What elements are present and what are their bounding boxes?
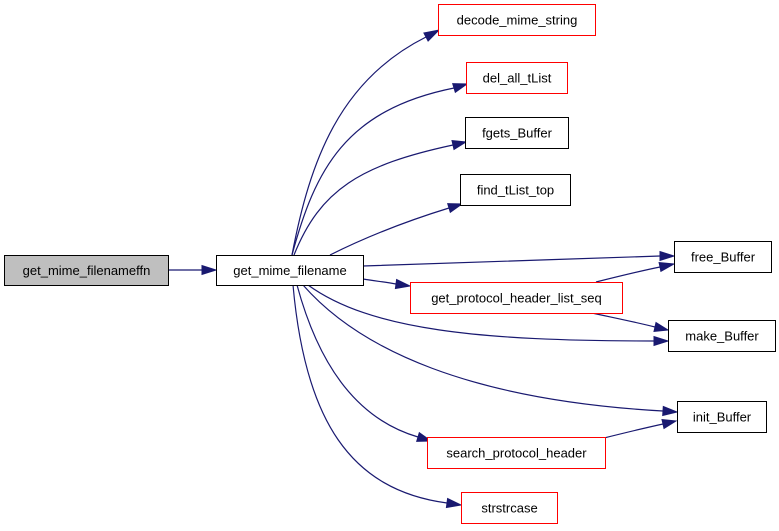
node-free_Buffer[interactable]: free_Buffer (674, 241, 772, 273)
edge-get_protocol_header_list_seq-to-make_Buffer (591, 312, 670, 332)
edge-get_mime_filename-to-decode_mime_string (291, 29, 441, 256)
node-label: get_protocol_header_list_seq (431, 291, 602, 306)
edge-get_mime_filename-to-strstrcase (292, 284, 463, 509)
edge-line (329, 207, 450, 256)
node-label: fgets_Buffer (482, 126, 553, 141)
edges-layer (168, 29, 679, 509)
node-label: decode_mime_string (457, 13, 578, 28)
edge-arrowhead (659, 250, 676, 262)
edge-arrowhead (423, 29, 441, 42)
edge-line (293, 144, 454, 256)
edge-get_mime_filename-to-free_Buffer (362, 250, 676, 267)
edge-line (362, 255, 661, 267)
edge-arrowhead (658, 262, 676, 273)
node-box[interactable] (674, 241, 772, 273)
edge-arrowhead (451, 140, 468, 151)
node-search_protocol_header[interactable]: search_protocol_header (427, 437, 606, 469)
node-box[interactable] (460, 174, 571, 206)
edge-get_mime_filename-to-del_all_tList (291, 83, 469, 256)
edge-line (291, 36, 427, 256)
node-fgets_Buffer[interactable]: fgets_Buffer (465, 117, 569, 149)
edge-get_mime_filename-to-get_protocol_header_list_seq (362, 278, 412, 290)
node-label: find_tList_top (477, 183, 554, 198)
edge-arrowhead (201, 264, 218, 276)
node-box[interactable] (466, 62, 568, 94)
node-find_tList_top[interactable]: find_tList_top (460, 174, 571, 206)
node-decode_mime_string[interactable]: decode_mime_string (438, 4, 596, 36)
nodes-layer: get_mime_filenameffn get_mime_filename dec… (4, 4, 776, 524)
node-get_protocol_header_list_seq[interactable]: get_protocol_header_list_seq (410, 282, 623, 314)
edge-get_mime_filename-to-init_Buffer (302, 284, 679, 417)
node-label: search_protocol_header (446, 446, 587, 461)
node-box[interactable] (465, 117, 569, 149)
edge-arrowhead (661, 419, 678, 430)
edge-get_protocol_header_list_seq-to-free_Buffer (595, 262, 676, 283)
edge-arrowhead (653, 335, 670, 347)
edge-line (595, 266, 661, 283)
edge-get_mime_filename-to-make_Buffer (307, 284, 670, 347)
node-del_all_tList[interactable]: del_all_tList (466, 62, 568, 94)
edge-line (302, 284, 664, 412)
edge-get_mime_filename-to-fgets_Buffer (293, 140, 468, 256)
node-box[interactable] (668, 320, 776, 352)
node-get_mime_filenameffn[interactable]: get_mime_filenameffn (4, 255, 169, 286)
node-label: del_all_tList (483, 71, 552, 86)
edge-search_protocol_header-to-init_Buffer (599, 419, 678, 440)
node-box[interactable] (438, 4, 596, 36)
node-box[interactable] (427, 437, 606, 469)
edge-line (591, 312, 656, 328)
edge-line (296, 284, 419, 438)
edge-arrowhead (662, 405, 679, 417)
node-label: get_mime_filenameffn (23, 263, 151, 278)
edge-arrowhead (394, 278, 412, 290)
edge-line (307, 284, 655, 342)
node-box[interactable] (410, 282, 623, 314)
edge-arrowhead (452, 83, 469, 94)
node-label: init_Buffer (693, 410, 752, 425)
node-box[interactable] (461, 492, 558, 524)
edge-arrowhead (447, 203, 464, 214)
node-get_mime_filename[interactable]: get_mime_filename (216, 255, 364, 286)
edge-get_mime_filename-to-find_tList_top (329, 203, 464, 256)
edge-get_mime_filenameffn-to-get_mime_filename (168, 264, 218, 276)
edge-line (291, 87, 455, 256)
node-label: strstrcase (481, 501, 537, 516)
edge-arrowhead (445, 497, 463, 509)
edge-line (362, 278, 397, 285)
node-strstrcase[interactable]: strstrcase (461, 492, 558, 524)
node-init_Buffer[interactable]: init_Buffer (677, 401, 767, 433)
node-make_Buffer[interactable]: make_Buffer (668, 320, 776, 352)
node-label: make_Buffer (685, 329, 759, 344)
node-label: get_mime_filename (233, 263, 346, 278)
node-box[interactable] (4, 255, 169, 286)
node-box[interactable] (677, 401, 767, 433)
edge-arrowhead (653, 321, 670, 332)
node-box[interactable] (216, 255, 364, 286)
edge-line (292, 284, 448, 504)
node-label: free_Buffer (691, 250, 756, 265)
edge-line (599, 423, 664, 440)
